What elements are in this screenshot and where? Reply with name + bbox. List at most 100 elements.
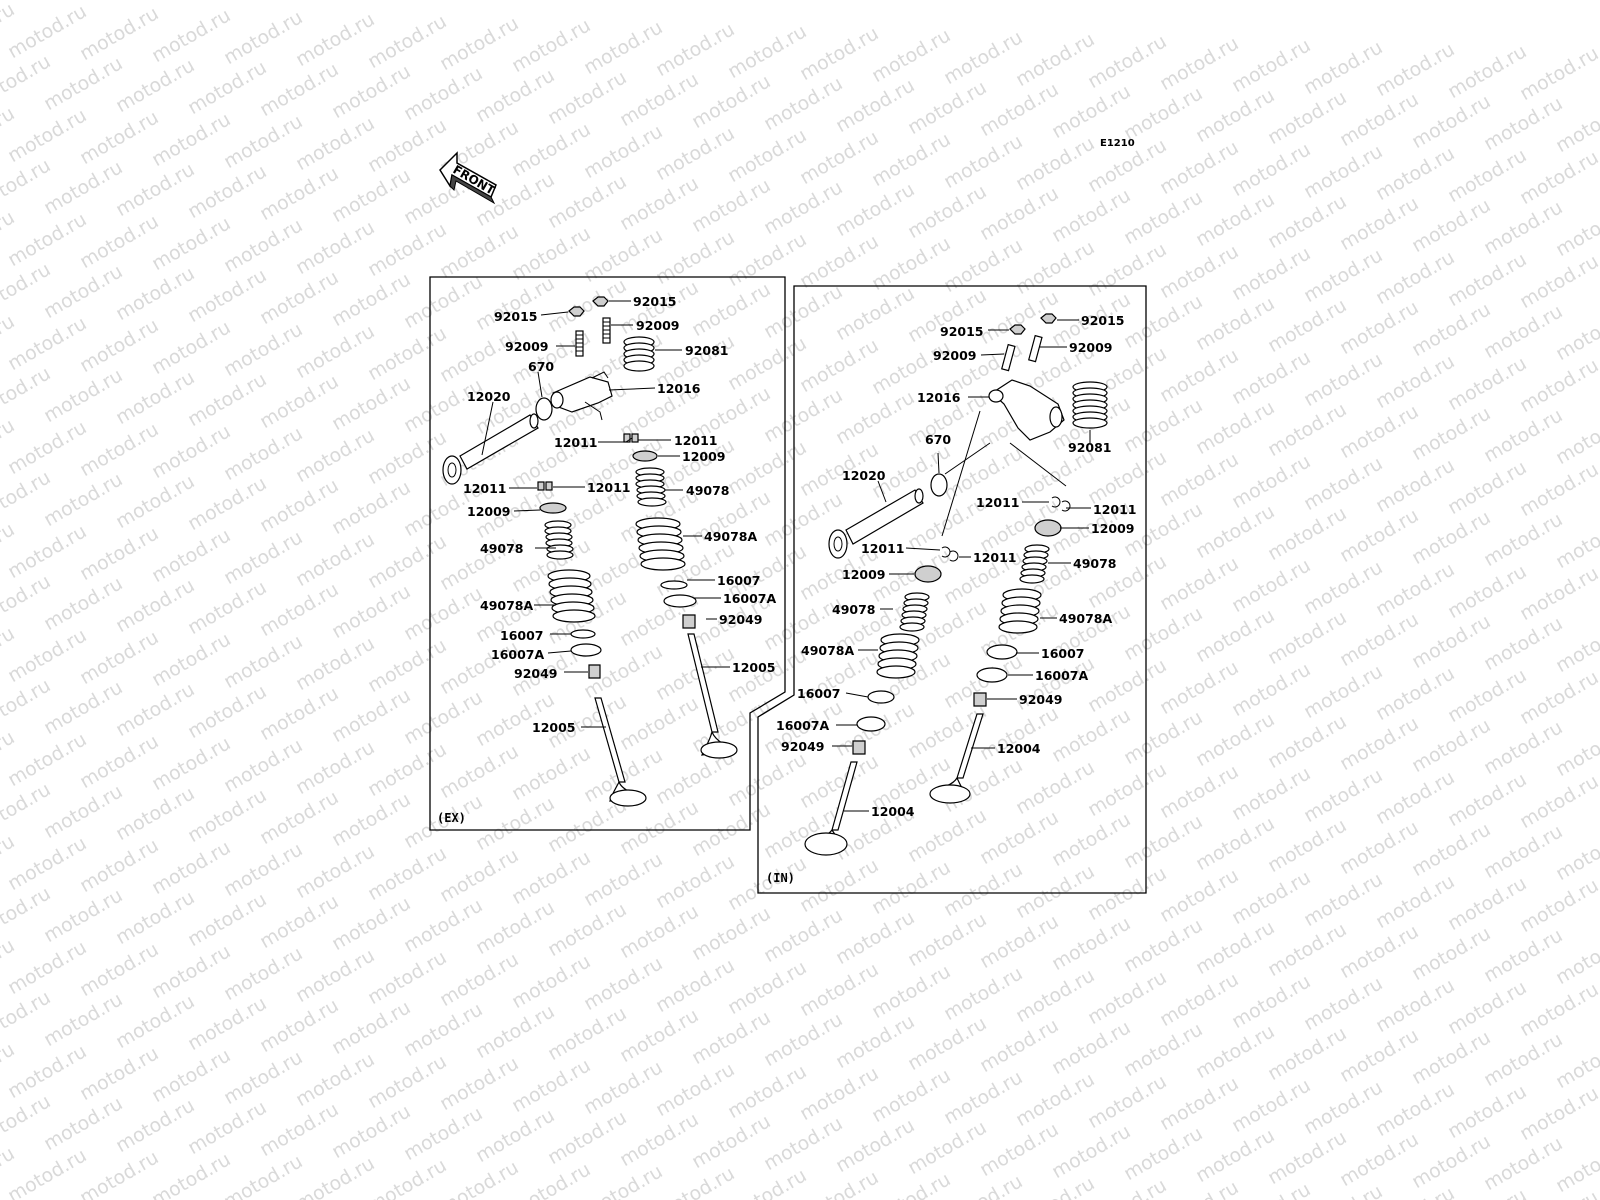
in-label-12004-left: 12004 bbox=[871, 804, 915, 819]
exhaust-panel-label: (EX) bbox=[437, 811, 466, 825]
in-label-92015-left: 92015 bbox=[940, 324, 984, 339]
in-spring-92081 bbox=[1072, 381, 1108, 429]
ex-nut-right bbox=[592, 296, 609, 307]
in-label-12016: 12016 bbox=[917, 390, 961, 405]
ex-label-12020: 12020 bbox=[467, 389, 511, 404]
in-screw-left bbox=[1001, 343, 1016, 372]
ex-inner-spring-left bbox=[544, 520, 574, 560]
ex-collet-c bbox=[537, 481, 545, 491]
ex-screw-right bbox=[602, 317, 611, 344]
ex-label-92081: 92081 bbox=[685, 343, 729, 358]
in-label-49078-left: 49078 bbox=[832, 602, 876, 617]
in-label-670: 670 bbox=[925, 432, 951, 447]
ex-label-12011-a: 12011 bbox=[554, 435, 598, 450]
ex-label-12009-left: 12009 bbox=[467, 504, 511, 519]
in-nut-left bbox=[1009, 324, 1026, 335]
ex-seat-right bbox=[660, 580, 688, 590]
ex-rocker-arm bbox=[550, 371, 613, 421]
ex-valve-right bbox=[687, 633, 738, 759]
ex-label-16007A-left: 16007A bbox=[491, 647, 544, 662]
in-label-92049-right: 92049 bbox=[1019, 692, 1063, 707]
in-seat-right bbox=[986, 644, 1018, 660]
in-label-12011-a: 12011 bbox=[976, 495, 1020, 510]
ex-label-670: 670 bbox=[528, 359, 554, 374]
in-label-16007-left: 16007 bbox=[797, 686, 841, 701]
in-label-12009-left: 12009 bbox=[842, 567, 886, 582]
ex-retainer-left bbox=[539, 502, 567, 514]
ex-label-12011-d: 12011 bbox=[587, 480, 631, 495]
intake-panel-border bbox=[757, 285, 1147, 894]
ex-nut-left bbox=[568, 306, 585, 317]
in-collet-b bbox=[1061, 500, 1071, 512]
ex-washer-right bbox=[663, 594, 697, 608]
ex-label-49078-left: 49078 bbox=[480, 541, 524, 556]
ex-label-12011-c: 12011 bbox=[463, 481, 507, 496]
in-seal-left bbox=[852, 740, 866, 755]
in-retainer-right bbox=[1034, 519, 1062, 537]
ex-label-16007-left: 16007 bbox=[500, 628, 544, 643]
in-label-92081: 92081 bbox=[1068, 440, 1112, 455]
ex-label-92049-right: 92049 bbox=[719, 612, 763, 627]
ex-inner-spring-right bbox=[635, 467, 667, 507]
in-label-49078A-right: 49078A bbox=[1059, 611, 1112, 626]
in-collet-d bbox=[949, 550, 959, 562]
ex-oring-670 bbox=[535, 397, 553, 421]
in-leader-lines bbox=[832, 319, 1091, 812]
ex-label-49078A-right: 49078A bbox=[704, 529, 757, 544]
ex-outer-spring-left bbox=[547, 569, 596, 623]
ex-seal-right bbox=[682, 614, 696, 629]
ex-seat-left bbox=[570, 629, 596, 639]
ex-valve-left bbox=[594, 697, 647, 807]
ex-collet-d bbox=[545, 481, 553, 491]
ex-label-49078-right: 49078 bbox=[686, 483, 730, 498]
in-labels: 92015 92015 92009 92009 12016 92081 670 … bbox=[776, 313, 1137, 819]
intake-panel-label: (IN) bbox=[766, 871, 795, 885]
ex-label-12011-b: 12011 bbox=[674, 433, 718, 448]
in-label-12020: 12020 bbox=[842, 468, 886, 483]
in-oring-670 bbox=[930, 473, 948, 497]
exhaust-panel-border bbox=[429, 276, 786, 831]
ex-label-12016: 12016 bbox=[657, 381, 701, 396]
in-collet-c bbox=[941, 546, 951, 558]
ex-label-16007-right: 16007 bbox=[717, 573, 761, 588]
in-outer-spring-right bbox=[998, 588, 1042, 634]
in-label-92009-right: 92009 bbox=[1069, 340, 1113, 355]
in-label-12011-d: 12011 bbox=[973, 550, 1017, 565]
ex-retainer-right bbox=[632, 450, 658, 462]
ex-collet-b bbox=[631, 433, 639, 443]
ex-label-92015-left: 92015 bbox=[494, 309, 538, 324]
ex-leader-lines bbox=[481, 300, 730, 728]
in-valve-right bbox=[929, 713, 984, 804]
in-washer-left bbox=[856, 716, 886, 732]
in-label-12011-c: 12011 bbox=[861, 541, 905, 556]
ex-label-92009-left: 92009 bbox=[505, 339, 549, 354]
in-label-92015-right: 92015 bbox=[1081, 313, 1125, 328]
ex-label-92009-right: 92009 bbox=[636, 318, 680, 333]
in-screw-right bbox=[1028, 334, 1043, 363]
in-inner-spring-right bbox=[1019, 544, 1050, 584]
ex-label-12005-right: 12005 bbox=[732, 660, 776, 675]
in-washer-right bbox=[976, 667, 1008, 683]
ex-label-49078A-left: 49078A bbox=[480, 598, 533, 613]
in-label-16007-right: 16007 bbox=[1041, 646, 1085, 661]
in-label-12009-right: 12009 bbox=[1091, 521, 1135, 536]
ex-label-12009-right: 12009 bbox=[682, 449, 726, 464]
in-label-92009-left: 92009 bbox=[933, 348, 977, 363]
in-outer-spring-left bbox=[876, 633, 920, 679]
in-seal-right bbox=[973, 692, 987, 707]
in-retainer-left bbox=[914, 565, 942, 583]
in-label-49078A-left: 49078A bbox=[801, 643, 854, 658]
ex-collet-a bbox=[623, 433, 631, 443]
in-rocker-shaft bbox=[828, 488, 924, 559]
ex-label-92049-left: 92049 bbox=[514, 666, 558, 681]
ex-seal-left bbox=[588, 664, 601, 679]
in-label-16007A-left: 16007A bbox=[776, 718, 829, 733]
ex-parts bbox=[442, 296, 738, 807]
ex-label-92015-right: 92015 bbox=[633, 294, 677, 309]
in-parts bbox=[804, 313, 1108, 856]
in-label-12004-right: 12004 bbox=[997, 741, 1041, 756]
in-valve-left bbox=[804, 761, 858, 856]
ex-label-12005-left: 12005 bbox=[532, 720, 576, 735]
in-inner-spring-left bbox=[899, 592, 930, 632]
